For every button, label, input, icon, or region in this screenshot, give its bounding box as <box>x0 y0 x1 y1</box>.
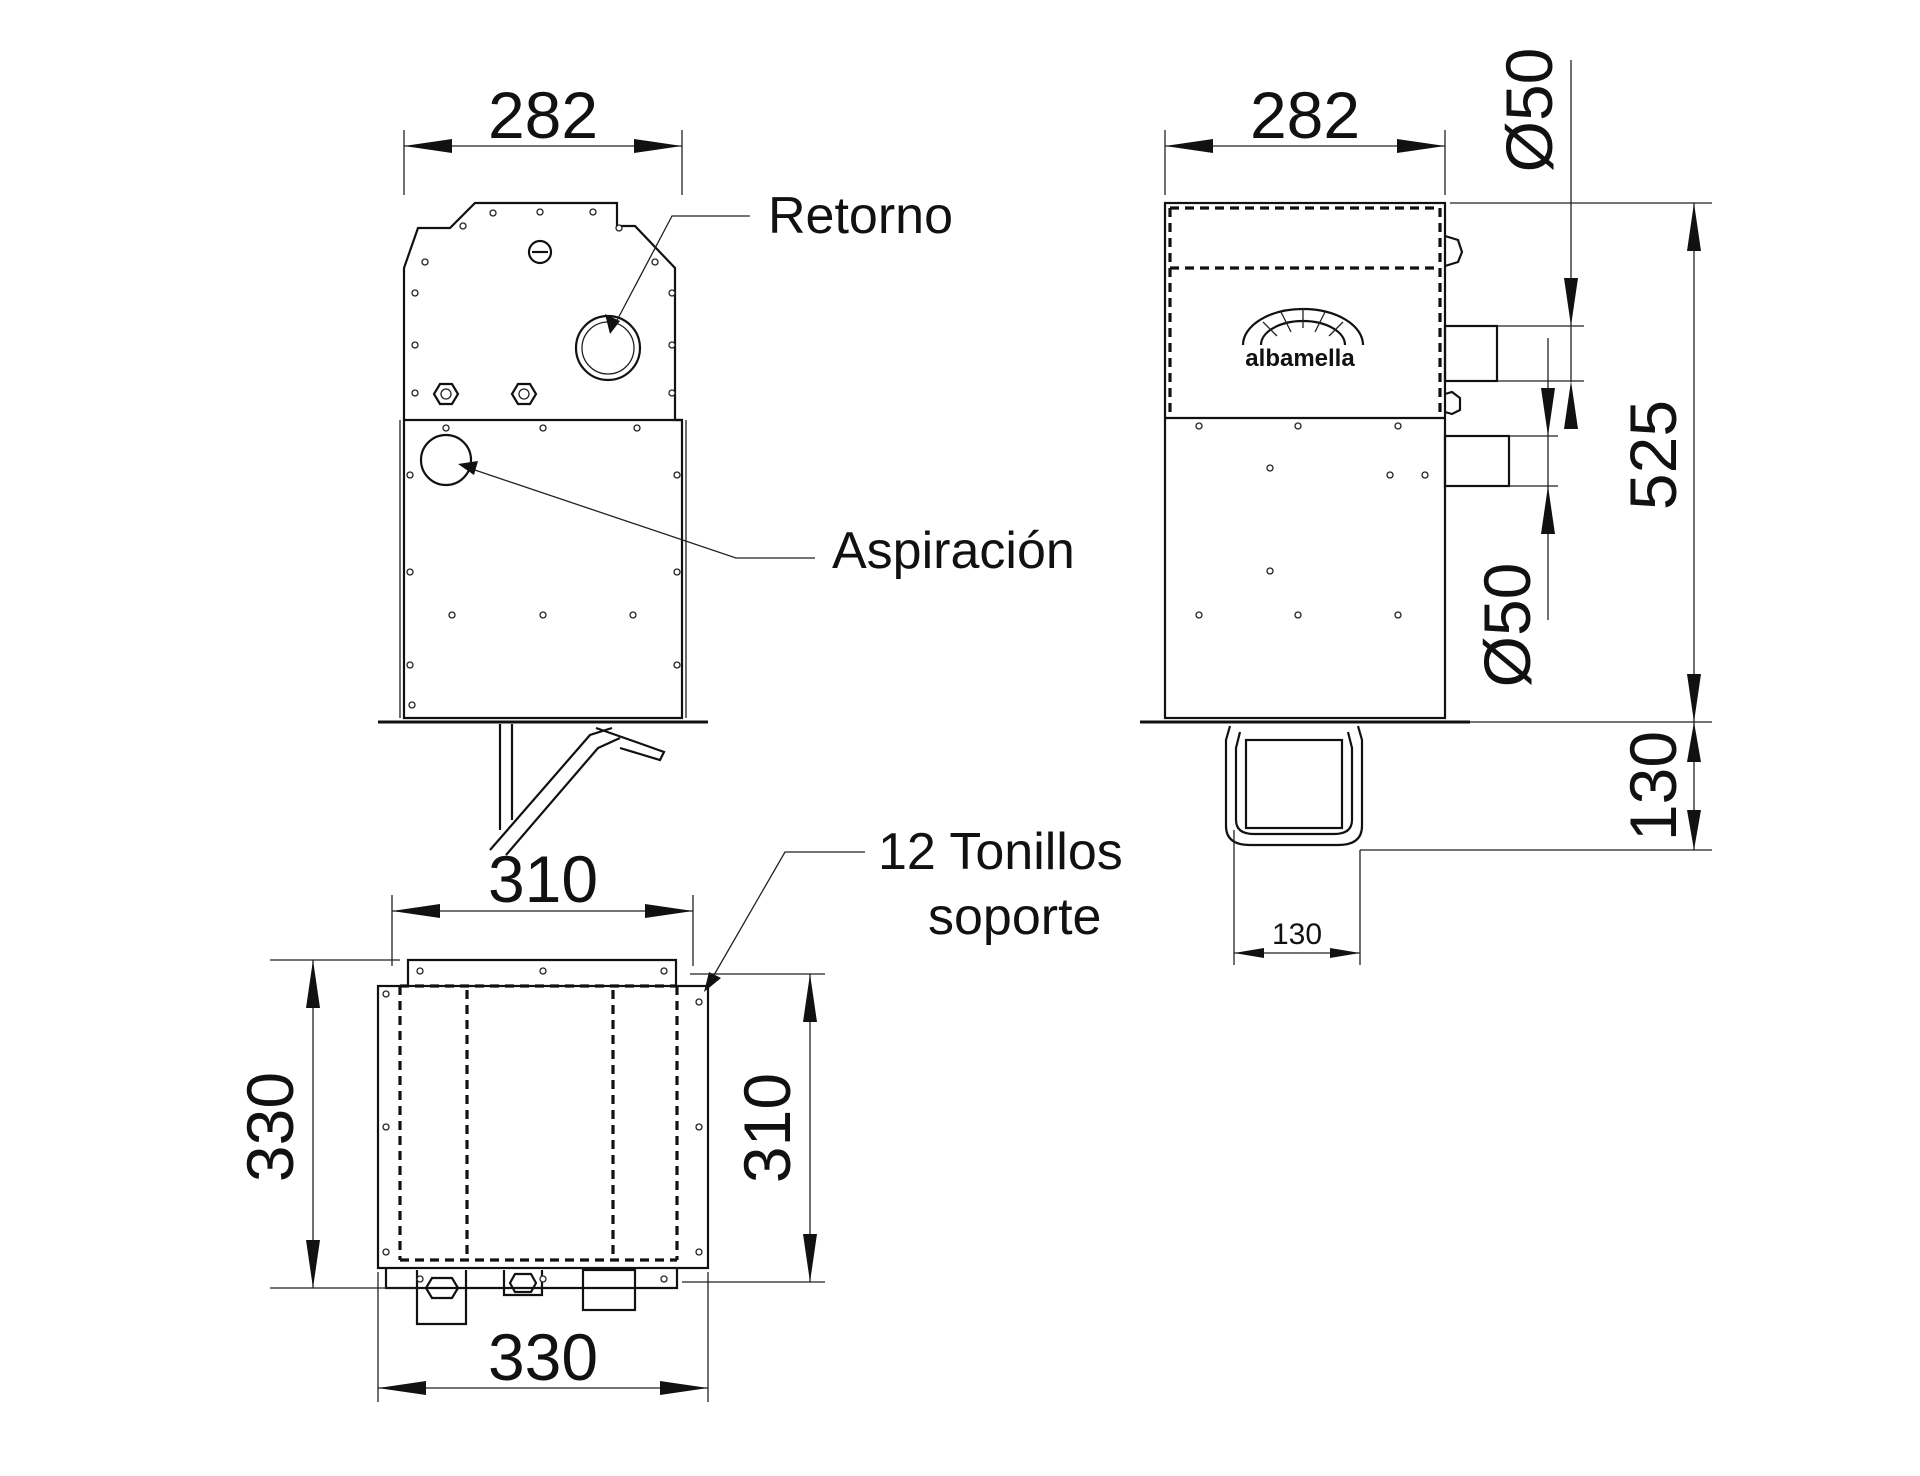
plan-right-depth-dimension: 310 <box>730 1073 804 1183</box>
return-label: Retorno <box>768 187 953 245</box>
top-width-dimension: 310 <box>488 842 598 916</box>
plan-left-depth-dimension: 330 <box>233 1072 307 1182</box>
nut-icon <box>432 382 460 406</box>
side-view: albamella 282 Ø50 Ø50 525 <box>1140 48 1712 965</box>
return-fitting <box>1443 324 1499 383</box>
plan-view: 310 12 Tonillos soporte 330 310 330 <box>233 823 1123 1402</box>
suction-label: Aspiración <box>832 522 1075 580</box>
screws-label-line2: soporte <box>928 888 1101 946</box>
bottom-height-dimension: 130 <box>1616 731 1690 841</box>
plan-bottom-width-dimension: 330 <box>488 1320 598 1394</box>
screws-label-line1: 12 Tonillos <box>878 823 1123 881</box>
side-width-dimension: 282 <box>1250 78 1360 152</box>
lower-diameter-dimension: Ø50 <box>1470 563 1544 688</box>
total-height-dimension: 525 <box>1616 400 1690 510</box>
logo-text: albamella <box>1245 345 1355 372</box>
nut-icon <box>510 382 538 406</box>
front-view: 282 Retorno Aspiración <box>378 78 1075 856</box>
suction-port <box>419 433 473 487</box>
albamella-logo: albamella <box>1241 307 1365 372</box>
suction-fitting <box>1443 434 1511 488</box>
front-width-dimension: 282 <box>488 78 598 152</box>
nozzle-width-dimension: 130 <box>1272 918 1322 951</box>
upper-diameter-dimension: Ø50 <box>1492 48 1566 173</box>
